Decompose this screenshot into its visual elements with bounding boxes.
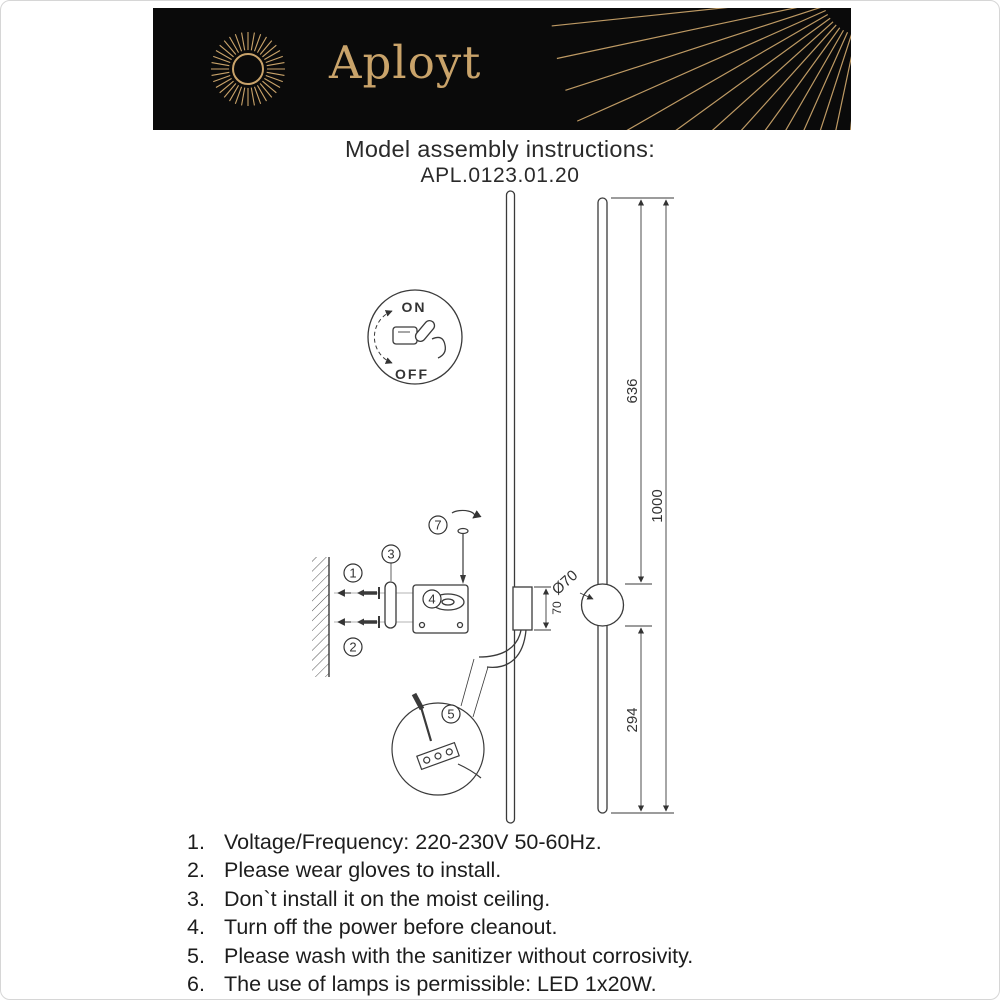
screw-callout-7	[451, 509, 482, 584]
wall-disc	[580, 583, 625, 627]
wire-out-icon	[457, 763, 482, 779]
banner-decoration	[210, 8, 851, 130]
svg-text:1: 1	[349, 566, 356, 581]
instruction-list: 1. Voltage/Frequency: 220-230V 50-60Hz. …	[187, 828, 947, 998]
wiring-detail	[391, 658, 489, 796]
screwdriver-shaft-icon	[419, 706, 433, 742]
instruction-item-4: 4. Turn off the power before cleanout.	[187, 913, 947, 941]
screw-2-icon	[357, 616, 380, 628]
switch-off-label: OFF	[395, 366, 429, 382]
instruction-item-5: 5. Please wash with the sanitizer withou…	[187, 942, 947, 970]
switch-detail	[367, 289, 463, 385]
toggle-arc-arrow-icon	[373, 310, 393, 364]
instruction-text: Please wear gloves to install.	[224, 858, 502, 883]
callout-2: 2	[343, 637, 363, 657]
lamp-wire-1	[478, 629, 522, 658]
screwdriver-handle-icon	[411, 692, 425, 711]
mounting-plate	[412, 584, 469, 634]
instruction-text: Please wash with the sanitizer without c…	[224, 943, 694, 968]
svg-text:4: 4	[428, 592, 435, 607]
page-title: Model assembly instructions:	[344, 136, 656, 162]
finger-icon	[414, 319, 436, 343]
lamp-wire-2	[486, 629, 527, 668]
dim-1000-label: 1000	[649, 489, 666, 522]
dim-70-label: 70	[550, 601, 564, 615]
screw-head-icon	[457, 527, 469, 535]
callout-3: 3	[381, 544, 401, 564]
callout-5: 5	[441, 704, 461, 724]
svg-text:3: 3	[387, 547, 394, 562]
instruction-item-3: 3. Don`t install it on the moist ceiling…	[187, 885, 947, 913]
instruction-text: The use of lamps is permissible: LED 1x2…	[224, 972, 657, 997]
touch-switch-icon	[392, 326, 418, 345]
instruction-item-1: 1. Voltage/Frequency: 220-230V 50-60Hz.	[187, 828, 947, 856]
mounting-screws	[334, 587, 413, 628]
instruction-number: 2.	[187, 858, 205, 883]
dim-diameter-label: Ø70	[549, 567, 581, 599]
rotate-arrow-icon	[451, 509, 482, 519]
dim-636-label: 636	[624, 378, 641, 403]
lamp-front-view	[580, 197, 625, 814]
dimension-lines	[579, 197, 674, 814]
wall-hatching	[312, 557, 329, 677]
wall-bracket-block	[512, 586, 533, 631]
canopy-disc-side-view	[384, 581, 397, 629]
instruction-number: 5.	[187, 943, 205, 968]
instruction-number: 3.	[187, 886, 205, 911]
screw-1-icon	[357, 587, 380, 599]
instruction-item-2: 2. Please wear gloves to install.	[187, 856, 947, 884]
brand-logo-text: Aployt	[329, 36, 482, 89]
instruction-number: 6.	[187, 972, 205, 997]
screw-tip-icon	[460, 575, 466, 584]
callout-4: 4	[422, 589, 442, 609]
instruction-text: Turn off the power before cleanout.	[224, 915, 558, 940]
instruction-text: Don`t install it on the moist ceiling.	[224, 886, 551, 911]
starburst-logo-icon	[210, 31, 286, 107]
svg-text:2: 2	[349, 640, 356, 655]
dim-294-label: 294	[624, 707, 641, 732]
terminal-block-icon	[416, 741, 460, 771]
instruction-number: 1.	[187, 830, 205, 854]
svg-text:7: 7	[434, 518, 441, 533]
switch-on-label: ON	[402, 299, 427, 315]
model-number: APL.0123.01.20	[420, 164, 580, 187]
callout-7: 7	[428, 515, 448, 535]
lamp-side-view	[478, 190, 533, 824]
instruction-text: Voltage/Frequency: 220-230V 50-60Hz.	[224, 830, 602, 854]
hand-icon	[431, 336, 446, 359]
callout-1: 1	[343, 563, 363, 583]
dim-bracket-70	[534, 586, 551, 631]
instruction-number: 4.	[187, 915, 205, 940]
brand-banner: Aployt	[153, 8, 851, 130]
instruction-item-6: 6. The use of lamps is permissible: LED …	[187, 970, 947, 998]
wall-section	[312, 557, 330, 677]
svg-text:5: 5	[447, 707, 454, 722]
